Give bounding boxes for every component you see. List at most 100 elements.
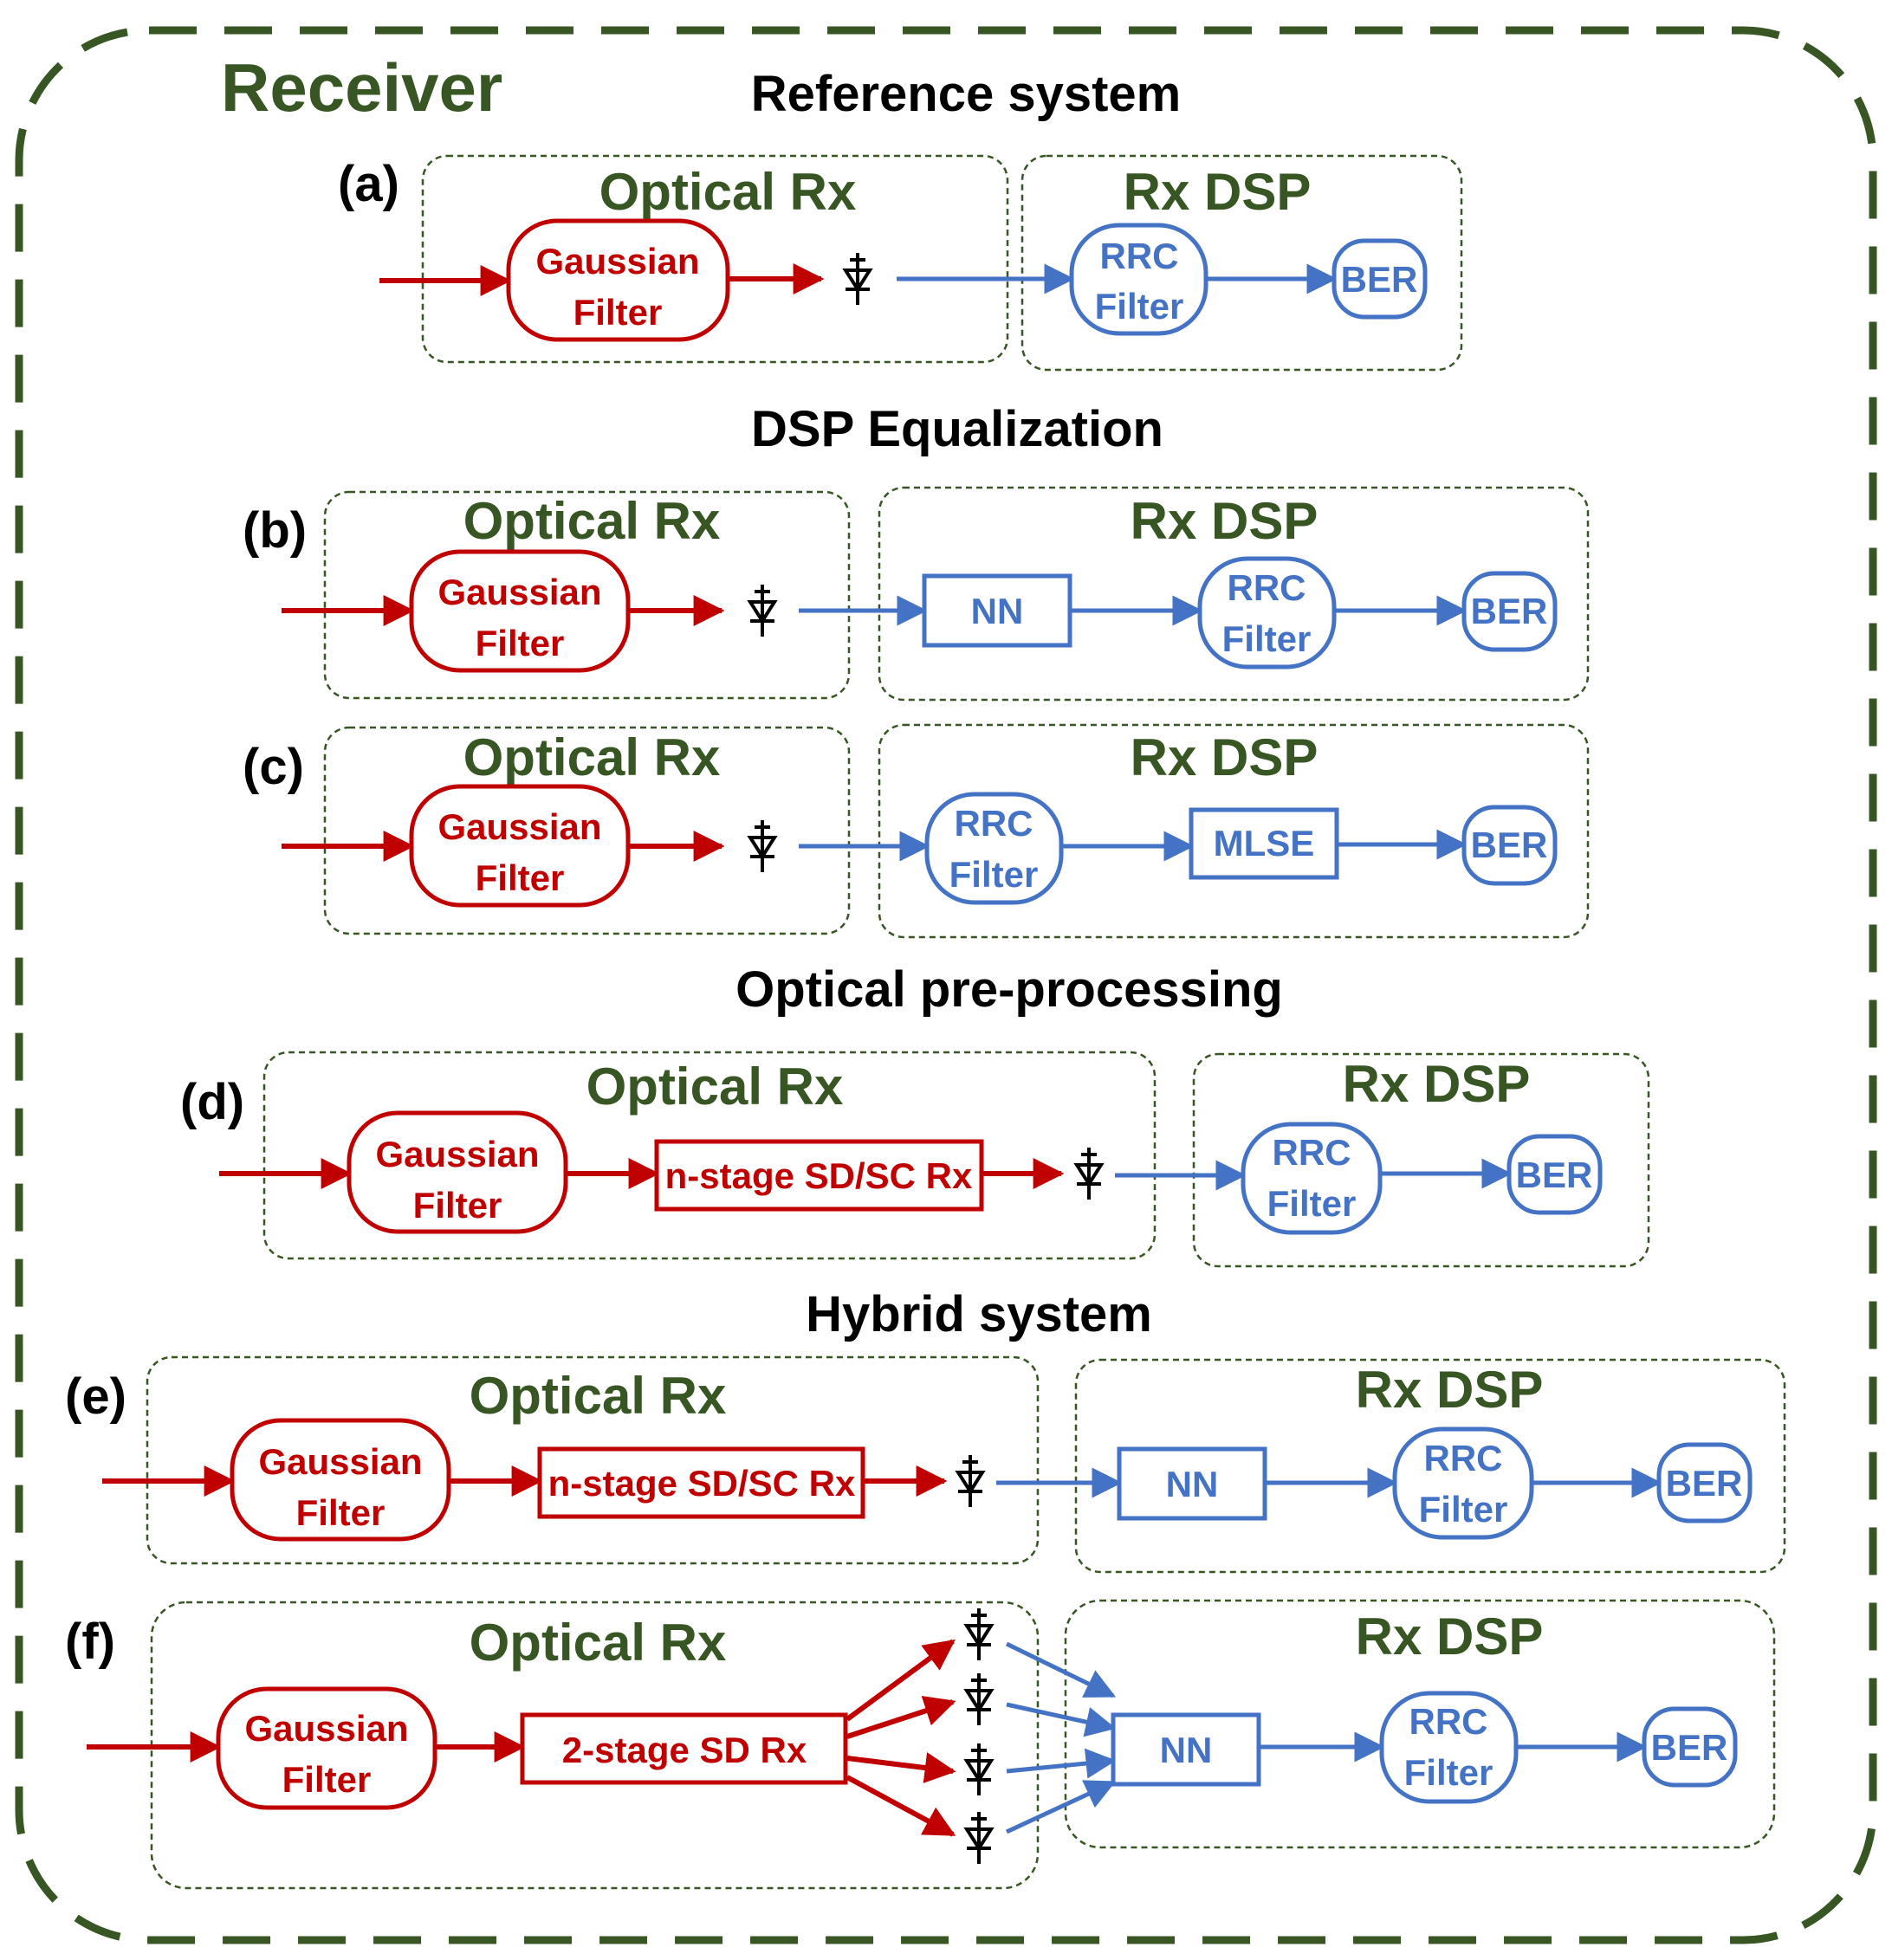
rx-dsp-title: Rx DSP (1131, 492, 1319, 550)
gaussian-filter-label: Filter (476, 857, 565, 898)
rx-dsp-title: Rx DSP (1343, 1055, 1531, 1113)
optical-rx-title: Optical Rx (470, 1367, 727, 1425)
ber-label: BER (1666, 1463, 1743, 1504)
scheme-a: (a) Optical Rx Rx DSP Gaussian Filter RR… (338, 154, 1463, 372)
rrc-filter-label: RRC (1100, 236, 1179, 276)
nn-block (922, 573, 1072, 648)
receiver-boundary (15, 26, 1877, 1944)
section-title-reference: Reference system (751, 66, 1182, 122)
section-title-optical-preprocessing: Optical pre-processing (735, 961, 1283, 1018)
nn-label: NN (1166, 1464, 1219, 1504)
ber-block (1332, 238, 1428, 320)
gaussian-filter-label: Filter (413, 1185, 502, 1226)
photodiode-icon (748, 583, 776, 638)
gaussian-filter-label: Gaussian (437, 806, 601, 847)
n-stage-label: n-stage SD/SC Rx (548, 1463, 856, 1504)
photodiode-icon (965, 1742, 993, 1797)
ber-block (1506, 1134, 1603, 1215)
optical-rx-title: Optical Rx (586, 1058, 844, 1116)
label-f: (f) (65, 1614, 115, 1670)
optical-rx-title: Optical Rx (599, 163, 857, 221)
label-c: (c) (243, 739, 304, 795)
rx-dsp-title: Rx DSP (1131, 728, 1319, 786)
photodiode-icon (748, 818, 776, 874)
nn-block (1117, 1446, 1267, 1521)
section-title-dsp-equalization: DSP Equalization (751, 401, 1163, 457)
ber-block (1461, 571, 1558, 652)
scheme-f: (f) Optical Rx Rx DSP Gaussian Filter 2-… (65, 1599, 1776, 1890)
ber-label: BER (1651, 1727, 1728, 1768)
gaussian-filter-label: Gaussian (258, 1441, 422, 1482)
ber-block (1461, 805, 1558, 886)
optical-rx-title: Optical Rx (470, 1614, 727, 1672)
optical-rx-group (262, 1051, 1157, 1260)
photodiode-icon (1075, 1146, 1103, 1201)
rx-dsp-group (1021, 154, 1463, 372)
photodiode-icon (965, 1607, 993, 1662)
rx-dsp-title: Rx DSP (1124, 163, 1312, 221)
rrc-filter-label: RRC (1273, 1132, 1351, 1173)
rrc-filter-label: Filter (1267, 1183, 1357, 1224)
gaussian-filter-label: Filter (282, 1759, 372, 1800)
arrow (846, 1695, 956, 1739)
photodiode-icon (844, 251, 871, 307)
optical-rx-group (323, 490, 851, 700)
arrow (846, 1775, 956, 1837)
rrc-filter-label: Filter (1419, 1489, 1508, 1530)
label-a: (a) (338, 156, 399, 212)
label-d: (d) (180, 1074, 244, 1130)
arrow (1005, 1780, 1117, 1834)
scheme-c: (c) Optical Rx Rx DSP Gaussian Filter RR… (243, 723, 1590, 939)
gaussian-filter-label: Filter (476, 623, 565, 663)
rrc-filter-label: RRC (1424, 1438, 1503, 1478)
rrc-filter-label: RRC (1409, 1701, 1488, 1742)
scheme-b: (b) Optical Rx Rx DSP Gaussian Filter NN… (243, 486, 1590, 702)
gaussian-filter-label: Gaussian (437, 572, 601, 612)
optical-rx-group (323, 726, 851, 935)
ber-label: BER (1471, 591, 1548, 631)
rrc-filter-label: Filter (949, 854, 1039, 895)
nn-label: NN (1160, 1730, 1213, 1770)
rx-dsp-title: Rx DSP (1356, 1361, 1544, 1419)
arrow (1006, 1702, 1117, 1737)
photodiode-icon (965, 1810, 993, 1866)
mlse-label: MLSE (1214, 823, 1315, 864)
photodiode-icon (965, 1672, 993, 1727)
ber-label: BER (1341, 259, 1418, 300)
rrc-filter-label: RRC (955, 803, 1033, 844)
photodiode-icon (956, 1453, 984, 1509)
ber-block (1642, 1706, 1738, 1788)
gaussian-filter-label: Filter (296, 1492, 386, 1533)
rrc-filter-label: Filter (1404, 1752, 1494, 1793)
n-stage-label: n-stage SD/SC Rx (665, 1155, 973, 1196)
gaussian-filter-label: Filter (573, 292, 663, 333)
rx-dsp-group (1064, 1599, 1776, 1849)
gaussian-filter-label: Gaussian (535, 241, 699, 281)
gaussian-filter-label: Gaussian (244, 1708, 408, 1749)
rx-dsp-group (878, 486, 1590, 702)
scheme-e: (e) Optical Rx Rx DSP Gaussian Filter n-… (65, 1355, 1786, 1574)
label-b: (b) (243, 502, 307, 559)
two-stage-block (520, 1712, 848, 1785)
n-stage-block (537, 1446, 865, 1519)
label-e: (e) (65, 1368, 126, 1425)
rx-dsp-group (878, 723, 1590, 939)
optical-rx-title: Optical Rx (463, 492, 721, 550)
rrc-filter-label: RRC (1228, 567, 1306, 608)
optical-rx-title: Optical Rx (463, 728, 721, 786)
rx-dsp-group (1074, 1358, 1786, 1574)
ber-label: BER (1516, 1155, 1593, 1195)
two-stage-label: 2-stage SD Rx (562, 1730, 807, 1770)
mlse-block (1189, 807, 1339, 880)
arrow (1005, 1641, 1117, 1698)
section-title-hybrid: Hybrid system (806, 1286, 1152, 1342)
rx-dsp-group (1192, 1052, 1650, 1268)
scheme-d: (d) Optical Rx Rx DSP Gaussian Filter n-… (180, 1051, 1650, 1268)
ber-block (1656, 1442, 1753, 1523)
rrc-filter-label: Filter (1095, 286, 1184, 327)
arrow (1006, 1748, 1117, 1779)
rrc-filter-block (1241, 1122, 1383, 1235)
rx-dsp-title: Rx DSP (1356, 1607, 1544, 1666)
nn-block (1111, 1712, 1261, 1787)
